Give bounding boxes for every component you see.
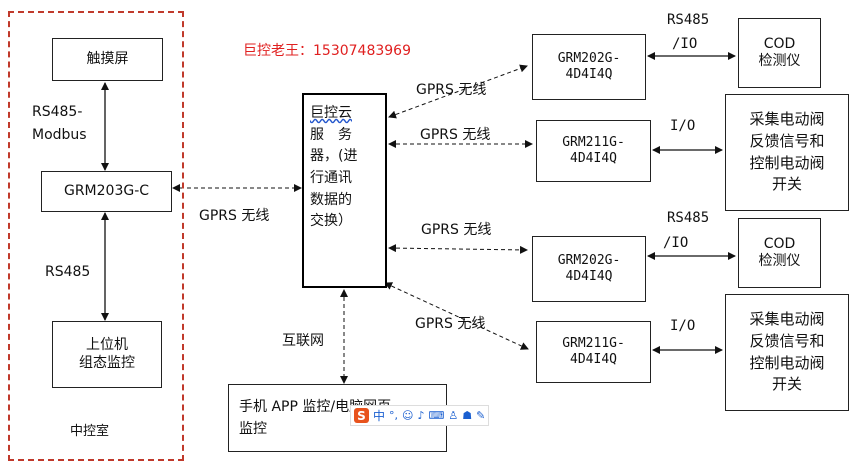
rs485-io-label-1a: RS485 xyxy=(667,12,710,28)
skin-icon[interactable]: ☗ xyxy=(462,409,473,422)
app-line-2: 监控 xyxy=(239,420,267,437)
microphone-icon[interactable]: ♪ xyxy=(417,409,425,422)
cod-box-1: COD 检测仪 xyxy=(738,18,821,88)
device-3-model: GRM202G- xyxy=(557,252,621,268)
host-box: 上位机 组态监控 xyxy=(52,321,162,388)
internet-label: 互联网 xyxy=(282,333,324,349)
sogou-logo-icon[interactable]: S xyxy=(354,408,369,423)
valve-2-line-c: 控制电动阀 xyxy=(749,353,825,372)
gateway-label: GRM203G-C xyxy=(63,182,150,199)
emoji-icon[interactable]: ☺ xyxy=(402,409,414,422)
server-line-5: 数据的 xyxy=(310,191,352,208)
app-monitor-box: 手机 APP 监控/电脑网页 监控 xyxy=(228,384,447,452)
device-4-model: GRM211G- xyxy=(562,335,625,351)
rs485-io-label-3a: RS485 xyxy=(667,210,710,226)
control-room-boundary xyxy=(8,11,184,461)
server-line-6: 交换） xyxy=(310,213,352,230)
ime-language-toggle[interactable]: 中 xyxy=(373,409,386,423)
server-device3-link xyxy=(388,244,528,254)
contact-text: 巨控老王：15307483969 xyxy=(243,43,411,59)
valve-1-line-d: 开关 xyxy=(771,175,802,194)
gateway-box: GRM203G-C xyxy=(41,171,172,212)
cod-1-label-a: COD xyxy=(763,35,796,52)
rs485-io-label-3b: /IO xyxy=(663,235,689,251)
server-line-4: 行通讯 xyxy=(310,170,352,187)
cod-1-label-b: 检测仪 xyxy=(758,53,801,69)
host-label-1: 上位机 xyxy=(86,337,128,353)
gprs-label-1: GPRS 无线 xyxy=(416,82,487,98)
cod-box-2: COD 检测仪 xyxy=(738,218,821,288)
rs485-modbus-label-1: RS485- xyxy=(32,104,83,120)
rs485-io-label-1b: /IO xyxy=(672,36,698,52)
device-box-4: GRM211G- 4D4I4Q xyxy=(536,321,651,383)
user-icon[interactable]: ♙ xyxy=(448,409,459,422)
io-label-4: I/O xyxy=(670,318,696,334)
punctuation-icon[interactable]: °, xyxy=(389,409,399,422)
gprs-label-left: GPRS 无线 xyxy=(199,208,270,224)
valve-2-line-a: 采集电动阀 xyxy=(749,310,825,328)
rs485-label: RS485 xyxy=(45,264,91,280)
server-line-1: 巨控云 xyxy=(310,105,352,121)
valve-2-line-b: 反馈信号和 xyxy=(749,331,825,350)
server-line-3: 器，(进 xyxy=(310,148,358,165)
device-4-io: 4D4I4Q xyxy=(570,352,617,367)
gprs-label-2: GPRS 无线 xyxy=(420,127,491,143)
device-1-io: 4D4I4Q xyxy=(565,67,613,82)
host-label-2: 组态监控 xyxy=(79,354,135,371)
gprs-label-4: GPRS 无线 xyxy=(415,316,486,332)
device-2-io: 4D4I4Q xyxy=(570,151,617,166)
touchscreen-label: 触摸屏 xyxy=(86,50,129,67)
keyboard-icon[interactable]: ⌨ xyxy=(428,409,445,422)
device-box-2: GRM211G- 4D4I4Q xyxy=(536,120,651,182)
server-device4-link xyxy=(384,282,529,350)
device-box-1: GRM202G- 4D4I4Q xyxy=(532,34,646,100)
io-label-2: I/O xyxy=(670,118,696,134)
ime-toolbar[interactable]: S 中 °, ☺ ♪ ⌨ ♙ ☗ ✎ xyxy=(350,405,490,426)
valve-1-line-c: 控制电动阀 xyxy=(749,153,825,172)
server-device1-link xyxy=(388,64,528,119)
rs485-modbus-label-2: Modbus xyxy=(32,127,87,143)
control-room-label: 中控室 xyxy=(70,424,110,439)
cod-2-label-a: COD xyxy=(763,235,796,252)
server-line-2: 服 务 xyxy=(310,126,352,143)
device-3-io: 4D4I4Q xyxy=(565,269,613,284)
valve-1-line-b: 反馈信号和 xyxy=(749,131,825,150)
valve-box-2: 采集电动阀 反馈信号和 控制电动阀 开关 xyxy=(725,294,849,411)
touchscreen-box: 触摸屏 xyxy=(52,38,163,81)
gprs-label-3: GPRS 无线 xyxy=(421,222,492,238)
cod-2-label-b: 检测仪 xyxy=(758,253,801,269)
valve-2-line-d: 开关 xyxy=(771,375,802,394)
valve-1-line-a: 采集电动阀 xyxy=(749,110,825,128)
device-2-model: GRM211G- xyxy=(562,134,625,150)
cloud-server-box: 巨控云 服 务 器，(进 行通讯 数据的 交换） xyxy=(302,93,387,288)
device-1-model: GRM202G- xyxy=(557,50,621,66)
tools-icon[interactable]: ✎ xyxy=(476,409,486,422)
valve-box-1: 采集电动阀 反馈信号和 控制电动阀 开关 xyxy=(725,94,849,211)
device-box-3: GRM202G- 4D4I4Q xyxy=(532,236,646,302)
